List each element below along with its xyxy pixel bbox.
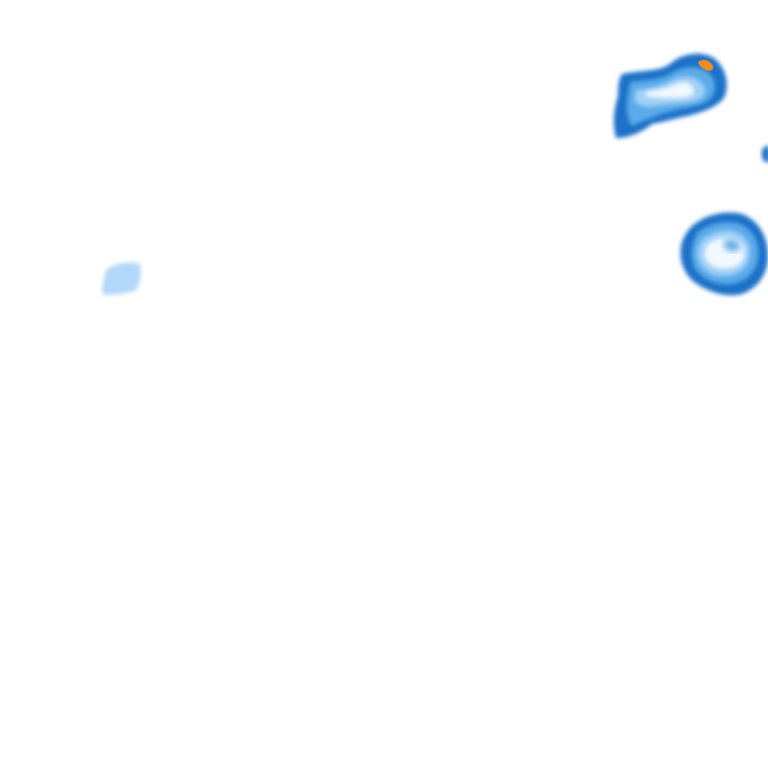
hot-core	[698, 59, 714, 71]
radar-cell-left	[102, 262, 141, 295]
radar-cell-right-edge	[761, 145, 768, 163]
radar-cell-top-right	[613, 53, 727, 138]
radar-cell-middle-right	[680, 212, 768, 296]
